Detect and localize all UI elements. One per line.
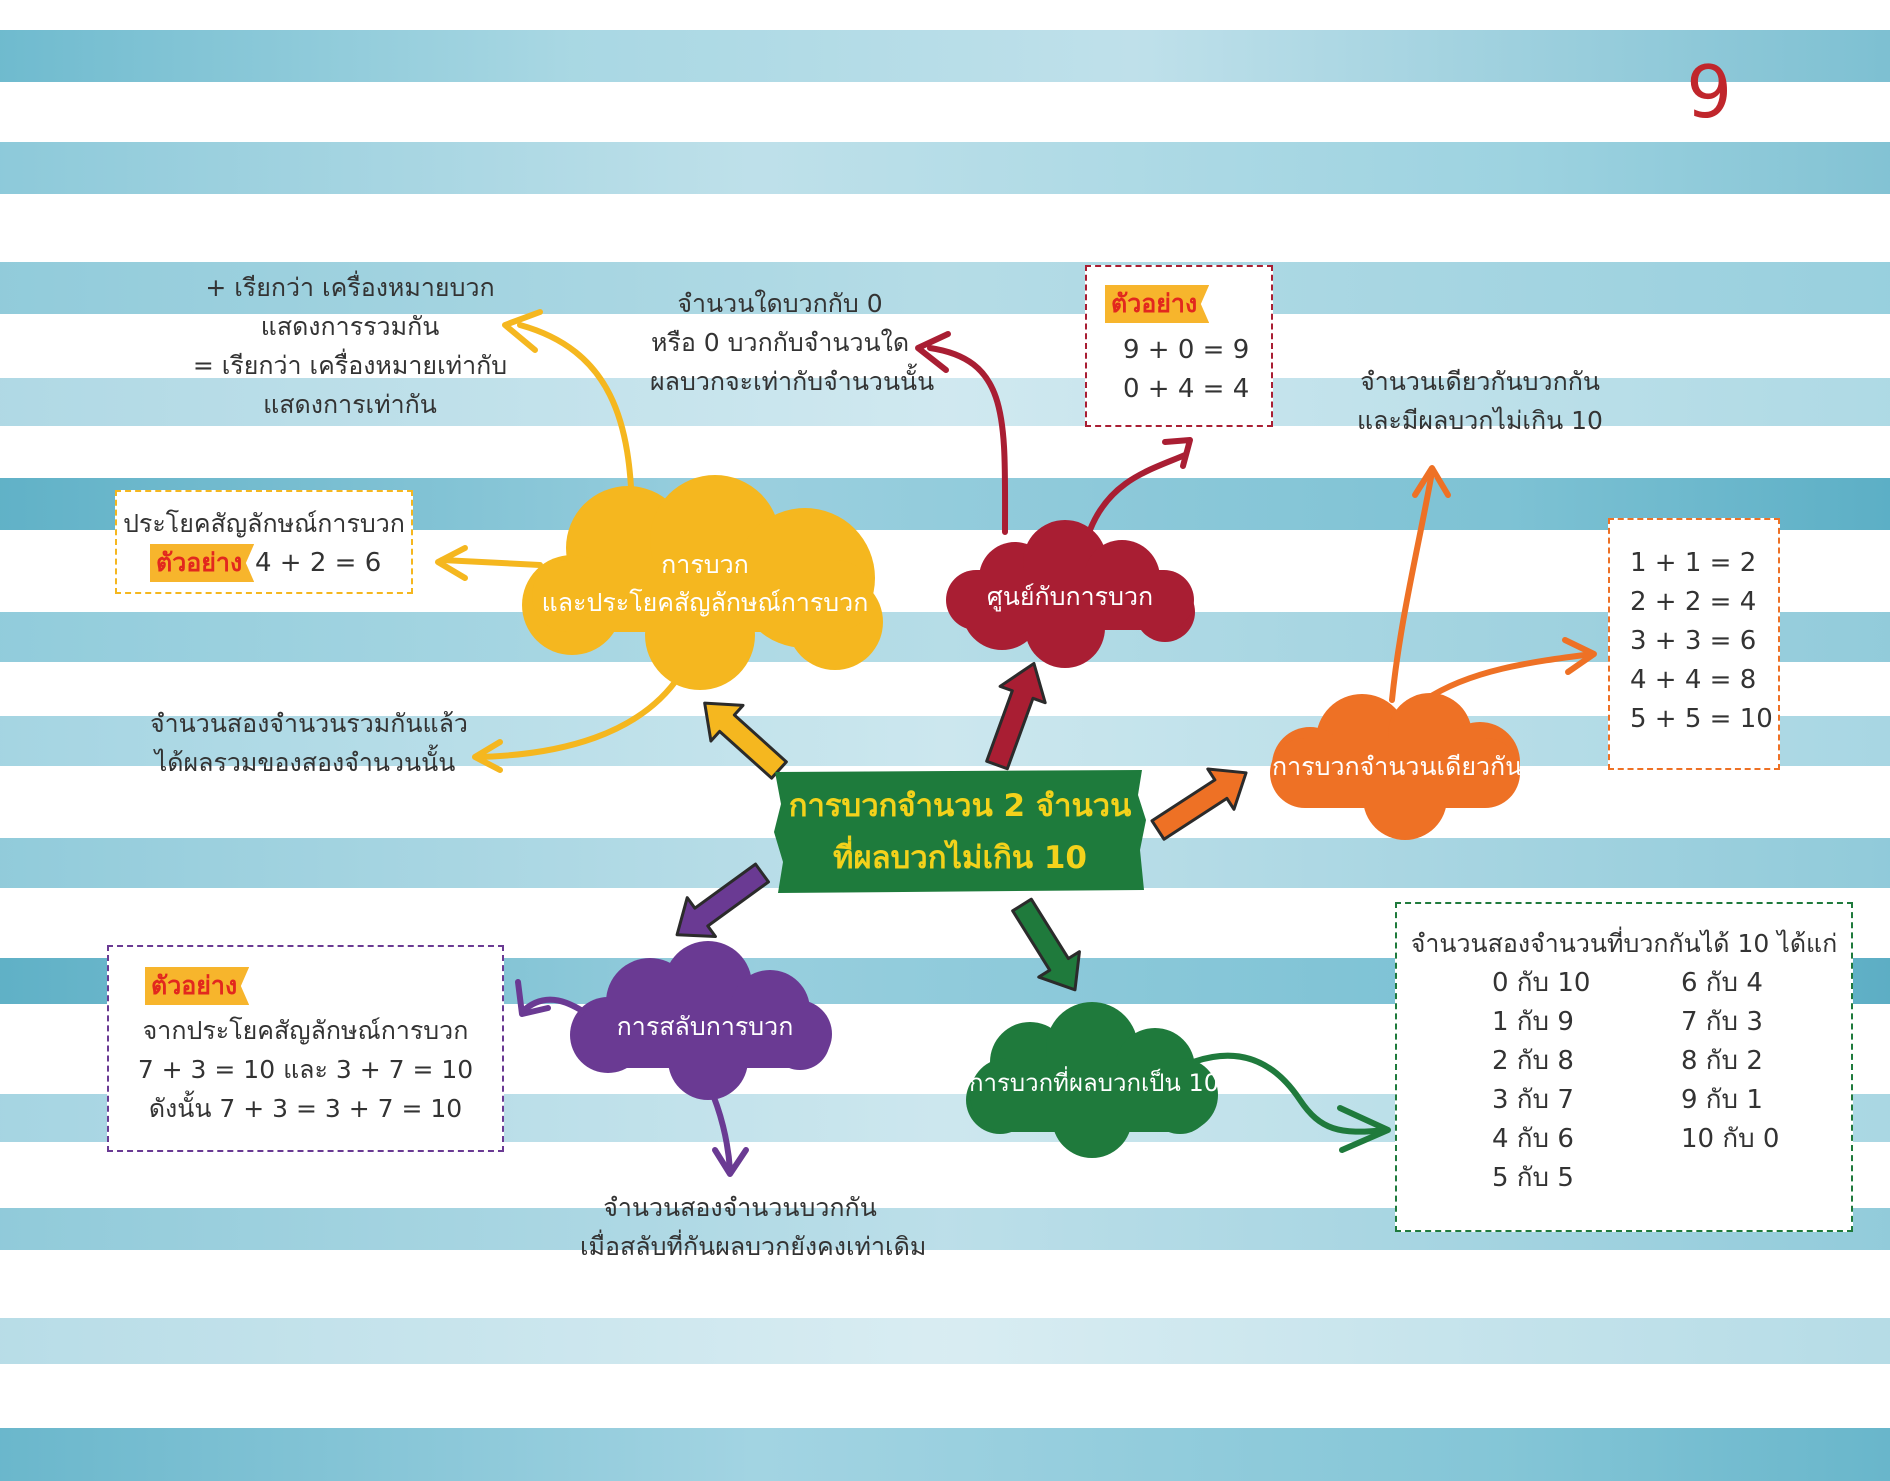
- node-addition-line1: การบวก: [661, 550, 749, 579]
- block-arrow-to-same: [1150, 767, 1248, 841]
- block-arrow-to-zero: [985, 662, 1047, 771]
- node-same: การบวกจำนวนเดียวกัน: [1272, 752, 1523, 781]
- note-symbols-line: = เรียกว่า เครื่องหมายเท่ากับ: [192, 351, 508, 380]
- note-symbols: + เรียกว่า เครื่องหมายบวก แสดงการรวมกัน …: [190, 268, 510, 424]
- cloud-zero: [946, 520, 1195, 668]
- pair-item: 9 กับ 1: [1681, 1085, 1763, 1115]
- pair-item: 7 กับ 3: [1681, 1007, 1763, 1037]
- doubles-box: 1 + 1 = 2 2 + 2 = 4 3 + 3 = 6 4 + 4 = 8 …: [1608, 518, 1780, 770]
- center-banner: [774, 770, 1146, 893]
- note-sum-meaning: จำนวนสองจำนวนรวมกันแล้ว ได้ผลรวมของสองจำ…: [150, 704, 468, 782]
- center-title-line1: การบวกจำนวน 2 จำนวน: [788, 788, 1132, 824]
- cloud-addition: [522, 475, 883, 690]
- note-swap-line: เมื่อสลับที่กันผลบวกยังคงเท่าเดิม: [580, 1232, 927, 1261]
- pair-item: 2 กับ 8: [1492, 1046, 1574, 1076]
- center-title: การบวกจำนวน 2 จำนวน ที่ผลบวกไม่เกิน 10: [780, 780, 1140, 884]
- doubles-line: 3 + 3 = 6: [1630, 626, 1757, 656]
- pairs-right-column: 6 กับ 4 7 กับ 3 8 กับ 2 9 กับ 1 10 กับ 0: [1681, 964, 1779, 1159]
- node-addition-line2: และประโยคสัญลักษณ์การบวก: [541, 588, 869, 617]
- note-zero-line: หรือ 0 บวกกับจำนวนใด: [650, 328, 910, 357]
- page-number: 9: [1686, 50, 1732, 134]
- note-same-line: จำนวนเดียวกันบวกกัน: [1360, 367, 1600, 396]
- swap-example-box: ตัวอย่าง จากประโยคสัญลักษณ์การบวก 7 + 3 …: [107, 945, 504, 1152]
- pair-item: 4 กับ 6: [1492, 1124, 1574, 1154]
- note-sum-line: จำนวนสองจำนวนรวมกันแล้ว: [150, 709, 468, 738]
- stripe: [0, 1318, 1890, 1364]
- note-symbols-line: + เรียกว่า เครื่องหมายบวก: [205, 273, 495, 302]
- pair-item: 1 กับ 9: [1492, 1007, 1574, 1037]
- swap-example-line: 7 + 3 = 10 และ 3 + 7 = 10: [137, 1055, 474, 1084]
- stripe: [0, 378, 1890, 426]
- pair-item: 10 กับ 0: [1681, 1124, 1780, 1154]
- zero-example-box: ตัวอย่าง 9 + 0 = 9 0 + 4 = 4: [1085, 265, 1273, 427]
- node-addition: การบวก และประโยคสัญลักษณ์การบวก: [540, 546, 870, 622]
- swap-example-line: จากประโยคสัญลักษณ์การบวก: [142, 1016, 469, 1045]
- note-symbols-line: แสดงการเท่ากัน: [263, 390, 437, 419]
- pairs-title: จำนวนสองจำนวนที่บวกกันได้ 10 ได้แก่: [1410, 929, 1838, 958]
- red-connectors: [915, 331, 1193, 535]
- node-ten: การบวกที่ผลบวกเป็น 10: [969, 1069, 1219, 1097]
- note-swap-line: จำนวนสองจำนวนบวกกัน: [603, 1193, 877, 1222]
- zero-example-line: 0 + 4 = 4: [1123, 374, 1250, 404]
- zero-example-line: 9 + 0 = 9: [1123, 335, 1250, 365]
- green-connectors: [1157, 1052, 1391, 1153]
- stripe: [0, 716, 1890, 766]
- doubles-line: 4 + 4 = 8: [1630, 665, 1757, 695]
- pairs-box: จำนวนสองจำนวนที่บวกกันได้ 10 ได้แก่ 0 กั…: [1395, 902, 1853, 1232]
- stripe: [0, 30, 1890, 82]
- note-zero-line: ผลบวกจะเท่ากับจำนวนนั้น: [650, 367, 935, 396]
- note-symbols-line: แสดงการรวมกัน: [260, 312, 440, 341]
- zero-example-lines: 9 + 0 = 9 0 + 4 = 4: [1123, 331, 1249, 409]
- pair-item: 8 กับ 2: [1681, 1046, 1763, 1076]
- block-arrow-to-ten: [1011, 897, 1081, 992]
- cloud-swap: [570, 941, 832, 1100]
- pair-item: 5 กับ 5: [1492, 1163, 1574, 1193]
- doubles-line: 2 + 2 = 4: [1630, 587, 1757, 617]
- yellow-connectors: [435, 309, 683, 773]
- node-swap: การสลับการบวก: [616, 1012, 794, 1041]
- stripe: [0, 1428, 1890, 1481]
- stripe: [0, 142, 1890, 194]
- pair-item: 6 กับ 4: [1681, 968, 1763, 998]
- example-tag: ตัวอย่าง: [150, 544, 255, 582]
- center-title-line2: ที่ผลบวกไม่เกิน 10: [833, 840, 1087, 876]
- note-same-rule: จำนวนเดียวกันบวกกัน และมีผลบวกไม่เกิน 10: [1350, 362, 1610, 440]
- cloud-ten: [966, 1002, 1218, 1158]
- cloud-same: [1270, 693, 1520, 840]
- swap-example-lines: จากประโยคสัญลักษณ์การบวก 7 + 3 = 10 และ …: [109, 1011, 502, 1128]
- orange-connectors: [1389, 465, 1597, 703]
- sentence-box-title: ประโยคสัญลักษณ์การบวก: [123, 509, 405, 538]
- note-same-line: และมีผลบวกไม่เกิน 10: [1357, 406, 1603, 435]
- note-zero-rule: จำนวนใดบวกกับ 0 หรือ 0 บวกกับจำนวนใด ผลบ…: [650, 284, 935, 401]
- pair-item: 0 กับ 10: [1492, 968, 1591, 998]
- example-tag: ตัวอย่าง: [145, 967, 250, 1005]
- block-arrow-to-swap: [675, 862, 770, 939]
- swap-example-line: ดังนั้น 7 + 3 = 3 + 7 = 10: [148, 1094, 463, 1123]
- stripe: [0, 262, 1890, 314]
- doubles-lines: 1 + 1 = 2 2 + 2 = 4 3 + 3 = 6 4 + 4 = 8 …: [1630, 544, 1773, 739]
- note-zero-line: จำนวนใดบวกกับ 0: [677, 289, 883, 318]
- block-arrow-to-addition: [703, 701, 788, 780]
- pair-item: 3 กับ 7: [1492, 1085, 1574, 1115]
- note-sum-line: ได้ผลรวมของสองจำนวนนั้น: [154, 748, 456, 777]
- note-swap-rule: จำนวนสองจำนวนบวกกัน เมื่อสลับที่กันผลบวก…: [580, 1188, 927, 1266]
- sentence-box: ประโยคสัญลักษณ์การบวก ตัวอย่าง 4 + 2 = 6: [115, 490, 413, 594]
- example-tag: ตัวอย่าง: [1105, 285, 1210, 323]
- sentence-box-example: 4 + 2 = 6: [255, 548, 382, 578]
- node-zero: ศูนย์กับการบวก: [986, 582, 1154, 611]
- pairs-left-column: 0 กับ 10 1 กับ 9 2 กับ 8 3 กับ 7 4 กับ 6…: [1492, 964, 1590, 1198]
- doubles-line: 5 + 5 = 10: [1630, 704, 1773, 734]
- doubles-line: 1 + 1 = 2: [1630, 548, 1757, 578]
